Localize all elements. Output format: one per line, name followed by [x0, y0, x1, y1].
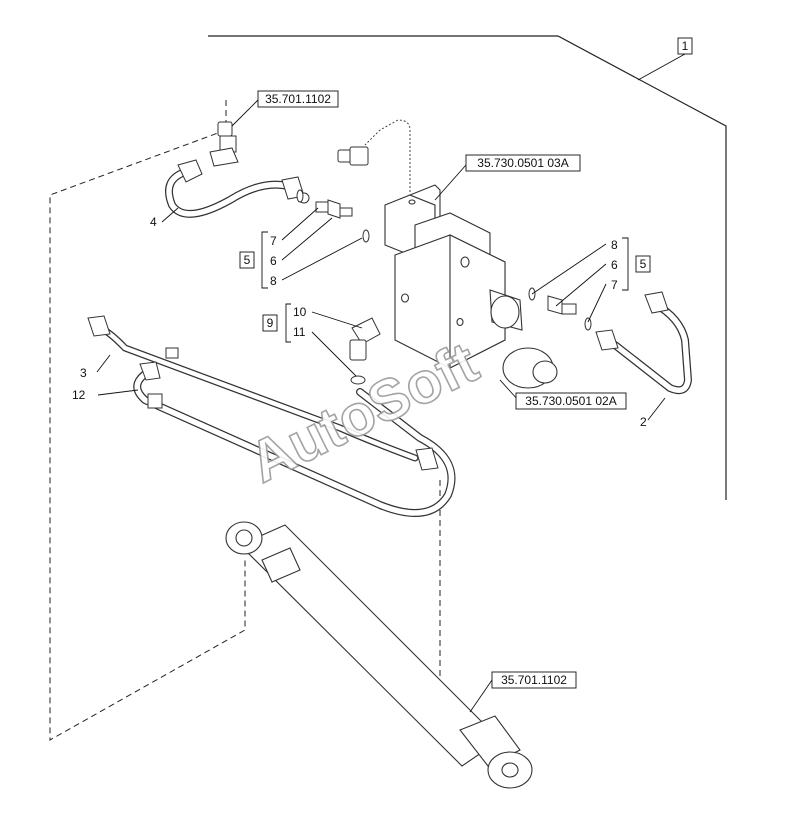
- ref-label-cylinder[interactable]: 35.701.1102: [491, 671, 577, 689]
- svg-text:35.730.0501 02A: 35.730.0501 02A: [525, 394, 616, 408]
- ref-label-top-left[interactable]: 35.701.1102: [257, 90, 339, 108]
- svg-text:1: 1: [682, 39, 689, 53]
- valve-block: [384, 184, 558, 389]
- svg-text:5: 5: [244, 253, 251, 267]
- dashed-boundary: [49, 100, 246, 741]
- callout-tube-3: 3: [80, 366, 87, 380]
- valve-wire: [364, 119, 411, 192]
- callout-left-6: 6: [270, 254, 277, 268]
- callout-tube-4: 4: [150, 215, 157, 229]
- ref-label-valve-bottom[interactable]: 35.730.0501 02A: [515, 392, 627, 410]
- elbow-fitting: [349, 317, 381, 385]
- callout-elbow-11: 11: [293, 325, 306, 339]
- tube-2-fittings: [595, 291, 669, 351]
- callout-right-7: 7: [611, 278, 618, 292]
- item-box-elbow-group: 9: [262, 314, 278, 332]
- callout-tube-2: 2: [640, 415, 647, 429]
- electric-connector: [337, 146, 369, 166]
- hydraulic-cylinder: [225, 521, 533, 789]
- leader-lines: [96, 53, 686, 713]
- item-box-assembly: 1: [677, 37, 693, 55]
- group-brackets: [261, 231, 629, 343]
- svg-text:35.701.1102: 35.701.1102: [265, 92, 331, 106]
- assembly-boundary: [208, 35, 727, 500]
- item-box-left-group: 5: [239, 251, 255, 269]
- callout-right-6: 6: [611, 258, 618, 272]
- right-group-parts: [528, 287, 592, 331]
- callout-hose-12: 12: [72, 388, 86, 402]
- ref-label-valve-top[interactable]: 35.730.0501 03A: [465, 154, 581, 172]
- callout-left-7: 7: [270, 234, 277, 248]
- item-box-right-group: 5: [635, 255, 651, 273]
- sensor-elbow: [209, 121, 239, 167]
- svg-text:35.730.0501 03A: 35.730.0501 03A: [477, 156, 568, 170]
- svg-text:9: 9: [267, 316, 274, 330]
- svg-text:35.701.1102: 35.701.1102: [501, 673, 567, 687]
- callout-right-8: 8: [611, 238, 618, 252]
- callout-left-8: 8: [270, 274, 277, 288]
- svg-text:5: 5: [640, 257, 647, 271]
- left-group-parts: [296, 189, 370, 243]
- tube-2: [611, 300, 693, 395]
- tube-fittings-lower: [87, 315, 439, 471]
- callout-elbow-10: 10: [293, 305, 307, 319]
